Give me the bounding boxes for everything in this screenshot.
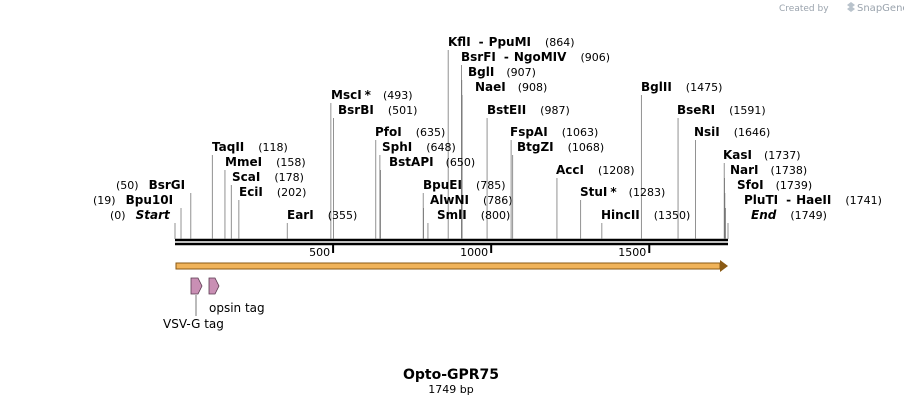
site-sphi-label: SphI(648) — [382, 140, 456, 154]
site-eari-label: EarI(355) — [287, 208, 357, 222]
site-fspai-label: FspAI(1063) — [510, 125, 598, 139]
feature-opsin-tag: opsin tag — [208, 277, 265, 315]
site-lines — [174, 50, 729, 239]
site-bsrbi-label: BsrBI(501) — [338, 103, 417, 117]
feature-vsvg-tag: VSV-G tag — [163, 277, 224, 331]
site-sfoi-label: SfoI(1739) — [737, 178, 812, 192]
site-end-label: End(1749) — [751, 208, 827, 222]
site-bseri-label: BseRI(1591) — [677, 103, 766, 117]
site-smli-label: SmlI(800) — [437, 208, 510, 222]
scale-tick-label: 1000 — [460, 246, 488, 259]
site-labels: (50)BsrGI (19)Bpu10I (0)Start TaqII(118)… — [93, 35, 882, 222]
map-subtitle: 1749 bp — [428, 383, 473, 396]
site-acci-label: AccI(1208) — [556, 163, 635, 177]
orf-arrow — [175, 260, 728, 272]
site-hincii-label: HincII(1350) — [601, 208, 690, 222]
site-kfli-ppumi-label: KflI-PpuMI(864) — [448, 35, 575, 49]
site-ecii-label: EciI(202) — [239, 185, 306, 199]
site-mmei-label: MmeI(158) — [225, 155, 306, 169]
site-kasi-label: KasI(1737) — [723, 148, 801, 162]
site-naei-label: NaeI(908) — [475, 80, 547, 94]
site-bpuei-label: BpuEI(785) — [423, 178, 506, 192]
map-title: Opto-GPR75 — [403, 367, 499, 383]
site-scai-label: ScaI(178) — [232, 170, 304, 184]
created-by-label: Created by — [779, 4, 829, 14]
scale-ticks: 500 1000 1500 — [309, 244, 651, 259]
site-nari-label: NarI(1738) — [730, 163, 807, 177]
scale-tick-label: 500 — [309, 246, 330, 259]
site-nsii-label: NsiI(1646) — [694, 125, 770, 139]
site-bglii-label: BglII(1475) — [641, 80, 722, 94]
site-pfoi-label: PfoI(635) — [375, 125, 445, 139]
site-bsrgi-label: (50)BsrGI — [116, 178, 185, 192]
scale-tick-label: 1500 — [618, 246, 646, 259]
site-msci-label: MscI*(493) — [331, 88, 413, 102]
site-bsrfi-ngomiv-label: BsrFI-NgoMIV(906) — [461, 50, 610, 64]
site-stui-label: StuI*(1283) — [580, 185, 665, 199]
site-start-label: (0)Start — [110, 208, 171, 222]
feature-vsvg-label: VSV-G tag — [163, 317, 224, 331]
site-btgzi-label: BtgZI(1068) — [517, 140, 604, 154]
site-bpu10i-label: (19)Bpu10I — [93, 193, 173, 207]
sequence-backbone — [175, 238, 728, 246]
feature-opsin-label: opsin tag — [209, 301, 265, 315]
site-bsteii-label: BstEII(987) — [487, 103, 570, 117]
site-bstapi-label: BstAPI(650) — [389, 155, 475, 169]
snapgene-logo-icon — [847, 2, 855, 12]
site-bgli-label: BglI(907) — [468, 65, 536, 79]
site-taqii-label: TaqII(118) — [212, 140, 288, 154]
brand-label: SnapGene — [857, 3, 904, 14]
site-pluti-haeii-label: PluTI-HaeII(1741) — [744, 193, 882, 207]
site-alwni-label: AlwNI(786) — [430, 193, 513, 207]
